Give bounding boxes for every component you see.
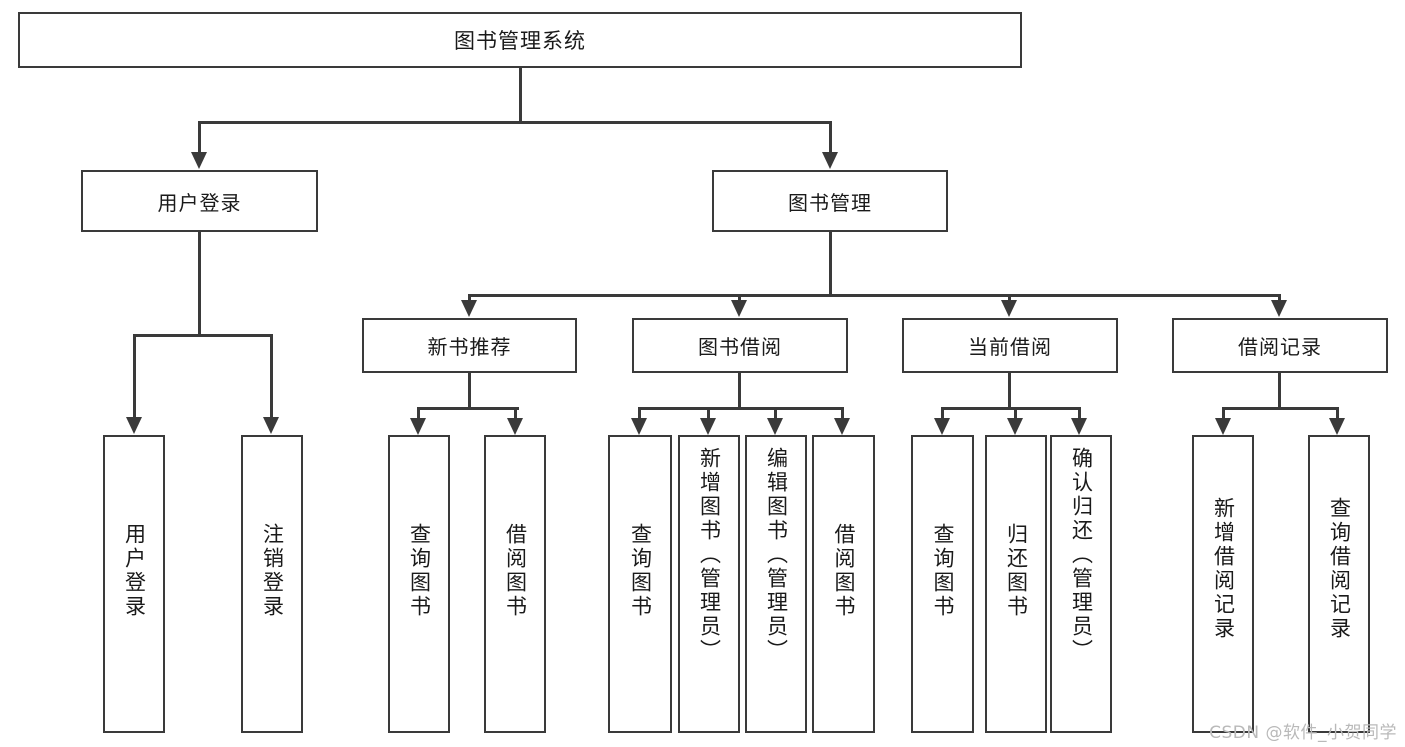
connector-br-child-1 [1222, 407, 1225, 419]
arrow-to-borrow-record [1271, 300, 1287, 317]
connector-nbr-child-1 [417, 407, 420, 419]
node-label: 当前借阅 [968, 335, 1052, 359]
leaf-label: 新增借阅记录 [1211, 497, 1236, 641]
leaf-confirm-return-admin[interactable]: 确认归还（管理员） [1050, 435, 1112, 733]
leaf-query-book-nbr[interactable]: 查询图书 [388, 435, 450, 733]
leaf-label: 注销登录 [260, 523, 285, 619]
connector-book-mgmt-bus [468, 294, 1280, 297]
connector-bb-bus [638, 407, 844, 410]
arrow-bb-child-3 [767, 418, 783, 435]
connector-cb-stem [1008, 373, 1011, 409]
arrow-br-child-2 [1329, 418, 1345, 435]
leaf-label: 归还图书 [1004, 523, 1029, 619]
node-label: 新书推荐 [427, 335, 512, 359]
connector-nbr-stem [468, 373, 471, 409]
connector-br-child-2 [1336, 407, 1339, 419]
node-book-management[interactable]: 图书管理 [712, 170, 948, 232]
arrow-cb-child-2 [1007, 418, 1023, 435]
leaf-label: 借阅图书 [503, 523, 528, 619]
node-root-system[interactable]: 图书管理系统 [18, 12, 1022, 68]
connector-root-stem [519, 68, 522, 121]
leaf-label: 编辑图书（管理员） [764, 447, 789, 663]
connector-user-login-stem [198, 232, 201, 336]
connector-book-mgmt-stem [829, 232, 832, 296]
connector-bb-child-1 [638, 407, 641, 419]
leaf-return-book[interactable]: 归还图书 [985, 435, 1047, 733]
connector-to-borrow-record [1278, 294, 1281, 301]
connector-cb-child-3 [1078, 407, 1081, 419]
node-label: 图书管理 [788, 190, 872, 215]
arrow-to-leaf-logout [263, 417, 279, 434]
arrow-bb-child-1 [631, 418, 647, 435]
arrow-cb-child-3 [1071, 418, 1087, 435]
node-label: 图书管理系统 [454, 29, 586, 53]
connector-bb-child-4 [841, 407, 844, 419]
connector-root-to-user-login [198, 121, 201, 153]
leaf-borrow-book-bb[interactable]: 借阅图书 [812, 435, 875, 733]
arrow-nbr-child-2 [507, 418, 523, 435]
leaf-add-book-admin[interactable]: 新增图书（管理员） [678, 435, 740, 733]
node-label: 借阅记录 [1238, 335, 1322, 359]
arrow-to-user-login [191, 152, 207, 169]
arrow-to-book-mgmt [822, 152, 838, 169]
arrow-to-book-borrow [731, 300, 747, 317]
leaf-query-borrow-record[interactable]: 查询借阅记录 [1308, 435, 1370, 733]
connector-cb-bus [941, 407, 1080, 410]
leaf-query-book-cb[interactable]: 查询图书 [911, 435, 974, 733]
leaf-label: 查询借阅记录 [1327, 497, 1352, 641]
connector-root-to-book-mgmt [829, 121, 832, 153]
connector-nbr-child-2 [514, 407, 517, 419]
connector-to-leaf-user-login [133, 334, 136, 418]
connector-br-stem [1278, 373, 1281, 409]
arrow-to-new-book-rec [461, 300, 477, 317]
leaf-borrow-book-nbr[interactable]: 借阅图书 [484, 435, 546, 733]
connector-bb-child-3 [774, 407, 777, 419]
leaf-label: 确认归还（管理员） [1069, 447, 1094, 663]
leaf-label: 查询图书 [931, 523, 955, 619]
leaf-logout[interactable]: 注销登录 [241, 435, 303, 733]
connector-bb-child-2 [707, 407, 710, 419]
arrow-bb-child-2 [700, 418, 716, 435]
node-label: 用户登录 [157, 190, 242, 215]
leaf-query-book-bb[interactable]: 查询图书 [608, 435, 672, 733]
connector-cb-child-2 [1014, 407, 1017, 419]
node-label: 图书借阅 [698, 335, 782, 359]
arrow-to-leaf-user-login [126, 417, 142, 434]
connector-to-leaf-logout [270, 334, 273, 418]
leaf-label: 用户登录 [122, 523, 147, 619]
leaf-add-borrow-record[interactable]: 新增借阅记录 [1192, 435, 1254, 733]
arrow-to-current-borrow [1001, 300, 1017, 317]
connector-user-login-bus [133, 334, 272, 337]
leaf-label: 借阅图书 [832, 523, 856, 619]
connector-root-bus [198, 121, 832, 124]
node-current-borrow[interactable]: 当前借阅 [902, 318, 1118, 373]
arrow-bb-child-4 [834, 418, 850, 435]
leaf-label: 查询图书 [628, 523, 653, 619]
arrow-cb-child-1 [934, 418, 950, 435]
leaf-label: 查询图书 [407, 523, 432, 619]
node-book-borrow[interactable]: 图书借阅 [632, 318, 848, 373]
arrow-br-child-1 [1215, 418, 1231, 435]
leaf-label: 新增图书（管理员） [697, 447, 722, 663]
node-new-book-recommend[interactable]: 新书推荐 [362, 318, 577, 373]
connector-nbr-bus [417, 407, 519, 410]
connector-cb-child-1 [941, 407, 944, 419]
arrow-nbr-child-1 [410, 418, 426, 435]
connector-br-bus [1222, 407, 1339, 410]
connector-bb-stem [738, 373, 741, 409]
leaf-edit-book-admin[interactable]: 编辑图书（管理员） [745, 435, 807, 733]
node-user-login[interactable]: 用户登录 [81, 170, 318, 232]
node-borrow-record[interactable]: 借阅记录 [1172, 318, 1388, 373]
connector-to-current-borrow [1008, 294, 1011, 301]
connector-to-book-borrow [738, 294, 741, 301]
connector-to-new-book-rec [468, 294, 471, 301]
leaf-user-login[interactable]: 用户登录 [103, 435, 165, 733]
